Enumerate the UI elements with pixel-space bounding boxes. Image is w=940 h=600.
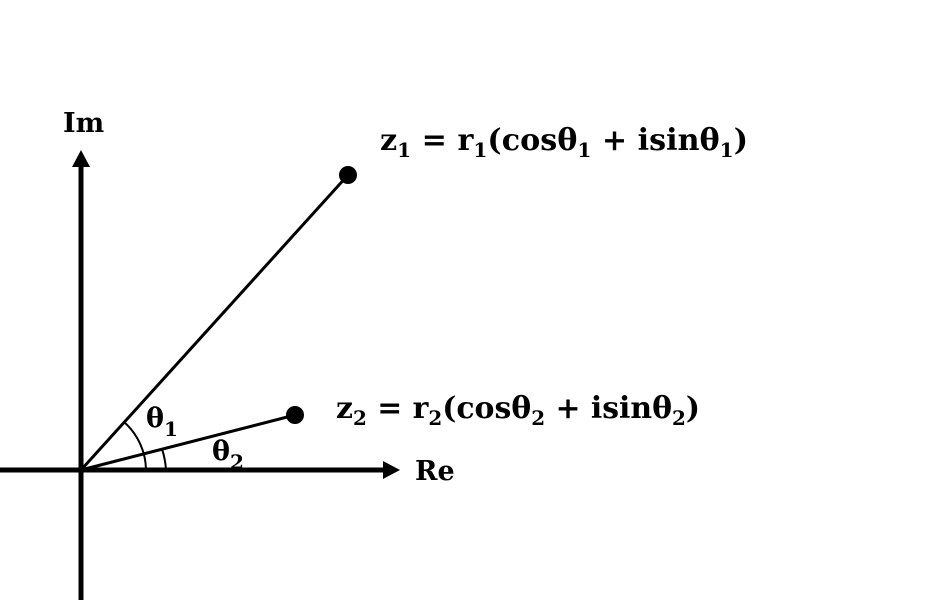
theta1-symbol: θ (146, 403, 164, 434)
real-axis-arrowhead (383, 461, 400, 479)
z2-equation: z2 = r2(cosθ2 + isinθ2) (336, 391, 700, 430)
theta1-arc (123, 421, 147, 471)
z1-name: z (380, 123, 397, 158)
z1-name-subscript: 1 (397, 138, 411, 162)
z2-point (286, 406, 304, 424)
z2-r-subscript: 2 (428, 406, 442, 430)
z2-paren-close: ) (686, 391, 700, 426)
theta2-symbol: θ (212, 436, 230, 467)
imaginary-axis-label: Im (63, 108, 104, 139)
z2-vector (80, 413, 296, 472)
z2-theta-subscript-a: 2 (531, 406, 545, 430)
z2-paren-open: (cosθ (442, 391, 531, 426)
theta2-label: θ2 (212, 436, 244, 474)
z1-mid: + isinθ (591, 123, 719, 158)
z1-point (339, 166, 357, 184)
z1-paren-open: (cosθ (487, 123, 577, 158)
z1-paren-close: ) (734, 123, 748, 158)
z2-mid: + isinθ (545, 391, 672, 426)
z1-theta-subscript-b: 1 (720, 138, 734, 162)
z1-theta-subscript-a: 1 (577, 138, 591, 162)
theta2-subscript: 2 (230, 450, 244, 474)
z1-eq-lead: = r (411, 123, 474, 158)
z2-eq-lead: = r (367, 391, 430, 426)
z2-theta-subscript-b: 2 (672, 406, 686, 430)
theta1-label: θ1 (146, 403, 178, 441)
theta1-subscript: 1 (164, 417, 178, 441)
real-axis-label: Re (415, 456, 455, 487)
z2-name: z (336, 391, 353, 426)
imaginary-axis-arrowhead (72, 150, 90, 167)
z1-r-subscript: 1 (473, 138, 487, 162)
z1-vector (79, 173, 350, 472)
z1-equation: z1 = r1(cosθ1 + isinθ1) (380, 123, 748, 162)
theta2-arc (161, 448, 167, 471)
z2-name-subscript: 2 (353, 406, 367, 430)
